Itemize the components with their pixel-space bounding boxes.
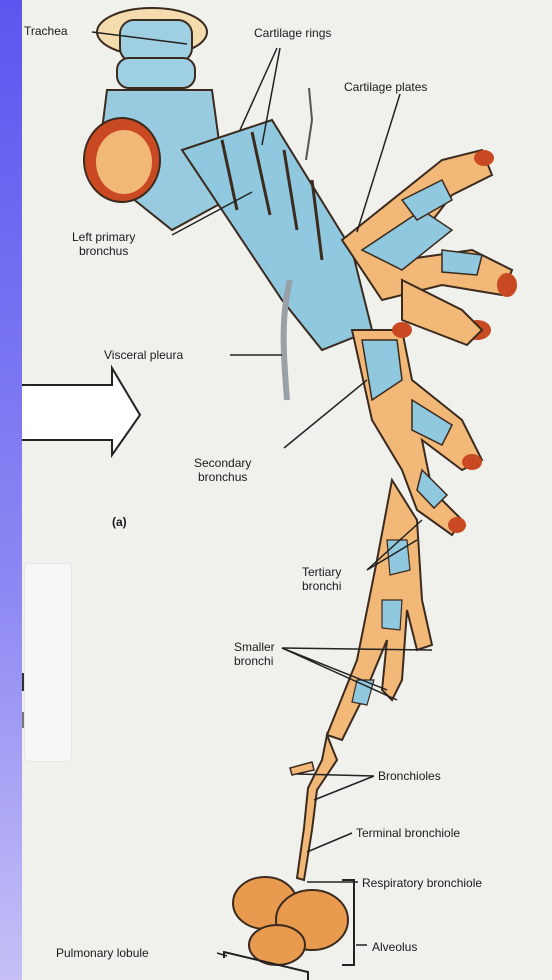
label-terminal-bronchiole: Terminal bronchiole	[356, 826, 460, 840]
label-left-primary-bronchus: Left primary bronchus	[72, 230, 135, 258]
label-trachea: Trachea	[24, 24, 68, 38]
bronchioles-illustration	[290, 735, 337, 880]
edge-mark	[22, 673, 24, 691]
label-smaller-bronchi: Smaller bronchi	[234, 640, 275, 668]
label-cartilage-plates: Cartilage plates	[344, 80, 427, 94]
label-visceral-pleura: Visceral pleura	[104, 348, 183, 362]
smaller-bronchi-illustration	[327, 480, 432, 740]
bronchial-tree-illustration	[22, 0, 552, 980]
arrow-shape	[22, 368, 140, 455]
label-respiratory-bronchiole: Respiratory bronchiole	[362, 876, 482, 890]
label-pulmonary-lobule: Pulmonary lobule	[56, 946, 149, 960]
label-alveolus: Alveolus	[372, 940, 417, 954]
slide-background	[0, 0, 22, 980]
label-bronchioles: Bronchioles	[378, 769, 441, 783]
figure-panel: Trachea Cartilage rings Cartilage plates…	[22, 0, 552, 980]
edge-mark	[22, 712, 24, 728]
label-cartilage-rings: Cartilage rings	[254, 26, 331, 40]
bracket-upper	[306, 88, 312, 160]
alveoli-illustration	[233, 877, 348, 965]
right-bronchus-stub	[84, 118, 160, 202]
panel-label: (a)	[112, 515, 127, 529]
label-secondary-bronchus: Secondary bronchus	[194, 456, 251, 484]
blank-overlay-box	[24, 563, 72, 762]
visceral-pleura-strand	[284, 280, 290, 400]
left-primary-bronchus-illustration	[182, 120, 372, 350]
secondary-branches-illustration	[352, 322, 482, 535]
label-tertiary-bronchi: Tertiary bronchi	[302, 565, 341, 593]
